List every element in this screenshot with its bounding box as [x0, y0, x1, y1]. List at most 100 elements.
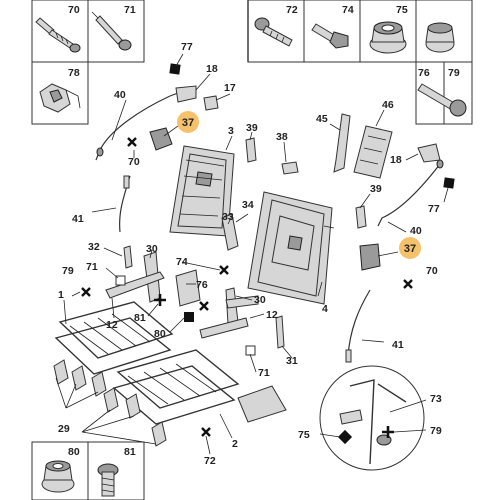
release-cable-right — [377, 159, 444, 227]
nut-flange-icon — [369, 21, 407, 54]
callout-71-left: 71 — [86, 261, 98, 273]
part-31 — [275, 315, 285, 349]
marker-plus-81 — [154, 294, 166, 306]
callout-41-left: 41 — [72, 213, 84, 225]
rivet-icon — [91, 11, 132, 51]
callout-1: 1 — [58, 289, 64, 301]
callout-3: 3 — [228, 125, 234, 137]
fastener-box-80: 80 — [31, 441, 89, 500]
svg-text:81: 81 — [124, 446, 136, 458]
svg-text:70: 70 — [68, 4, 80, 16]
bolt-short-icon — [311, 23, 349, 49]
trim-strip-45 — [333, 113, 351, 173]
bracket-17 — [203, 95, 219, 111]
callout-46: 46 — [382, 99, 394, 111]
detail-view-circle — [319, 365, 425, 471]
callout-71-right: 71 — [258, 367, 270, 379]
bracket-18-left — [175, 85, 197, 103]
marker-open-square-71b — [245, 345, 256, 356]
marker-square-77-top — [169, 63, 181, 75]
marker-plus-79 — [382, 426, 394, 438]
hinge-mechanism-76 — [175, 269, 201, 307]
svg-text:80: 80 — [68, 446, 80, 458]
callout-39-upper: 39 — [246, 122, 258, 134]
svg-text:37: 37 — [404, 243, 416, 255]
latch-37-left — [149, 127, 173, 151]
leader-lines — [55, 53, 449, 455]
part-39-upper — [245, 137, 257, 163]
callout-77-right: 77 — [428, 203, 440, 215]
fastener-box-72: 72 — [247, 0, 305, 63]
pin-icon — [417, 83, 467, 117]
fastener-box-74: 74 — [303, 0, 361, 63]
latch-37-right — [359, 243, 381, 271]
part-38 — [281, 161, 299, 175]
fastener-box-73-empty — [415, 0, 473, 63]
marker-cross-74 — [219, 265, 229, 275]
fastener-box-75: 75 — [359, 0, 417, 63]
bolt-icon — [97, 463, 119, 497]
fastener-box-78: 78 — [31, 61, 89, 125]
marker-open-square-71 — [115, 275, 126, 286]
callout-18-right: 18 — [390, 154, 402, 166]
svg-text:72: 72 — [286, 4, 298, 16]
callout-30-left: 30 — [146, 243, 158, 255]
svg-text:71: 71 — [124, 4, 136, 16]
callout-41-right: 41 — [392, 339, 404, 351]
marker-cross-76 — [199, 301, 209, 311]
callout-32: 32 — [88, 241, 100, 253]
callout-4: 4 — [322, 303, 328, 315]
hinge-link-12-left — [105, 271, 165, 299]
bolt-icon — [254, 17, 293, 47]
marker-square-77-right — [443, 177, 455, 189]
callout-17: 17 — [224, 82, 236, 94]
svg-text:75: 75 — [396, 4, 408, 16]
callout-12-left: 12 — [106, 319, 118, 331]
callout-29: 29 — [58, 423, 70, 435]
marker-cross-72 — [201, 427, 211, 437]
clip-bracket-icon — [39, 83, 81, 113]
callout-45: 45 — [316, 113, 328, 125]
release-cable-left — [95, 89, 187, 161]
callout-79-left: 79 — [62, 265, 74, 277]
fastener-box-81: 81 — [87, 441, 145, 500]
fastener-box-79: 79 — [417, 61, 473, 125]
marker-square-75 — [337, 429, 353, 445]
part-32 — [123, 245, 133, 269]
callout-30-right: 30 — [254, 294, 266, 306]
callout-38: 38 — [276, 131, 288, 143]
nut-small-icon — [425, 22, 455, 53]
nut-flange-icon — [41, 460, 75, 493]
callout-33: 33 — [222, 211, 234, 223]
callout-80: 80 — [154, 328, 166, 340]
callout-labels: 77 18 17 40 70 3 39 38 45 46 18 39 77 40… — [58, 41, 442, 467]
fastener-box-70: 70 — [31, 0, 89, 63]
callout-40-right: 40 — [410, 225, 422, 237]
svg-text:78: 78 — [68, 67, 80, 79]
callout-79-right: 79 — [430, 425, 442, 437]
bolt-flange-icon — [35, 17, 81, 53]
callout-77-top: 77 — [181, 41, 193, 53]
callout-34: 34 — [242, 199, 254, 211]
callout-12-right: 12 — [266, 309, 278, 321]
seat-back-frame-right — [247, 191, 333, 305]
callout-73: 73 — [430, 393, 442, 405]
callout-72: 72 — [204, 455, 216, 467]
marker-square-80 — [184, 312, 194, 322]
highlight-callout-37-left: 37 — [177, 111, 199, 133]
callout-31: 31 — [286, 355, 298, 367]
svg-text:76: 76 — [418, 67, 430, 79]
marker-cross-70-right — [403, 279, 413, 289]
marker-cross-70-left — [127, 137, 137, 147]
bracket-18-right — [417, 143, 441, 163]
seat-base-frame-1 — [53, 301, 174, 397]
callout-18-left: 18 — [206, 63, 218, 75]
callout-75: 75 — [298, 429, 310, 441]
release-cable-lower-left — [119, 175, 131, 233]
svg-text:37: 37 — [182, 117, 194, 129]
callout-76: 76 — [196, 279, 208, 291]
callout-2: 2 — [232, 438, 238, 450]
callout-39-lower: 39 — [370, 183, 382, 195]
seat-back-panel-46 — [353, 125, 393, 179]
